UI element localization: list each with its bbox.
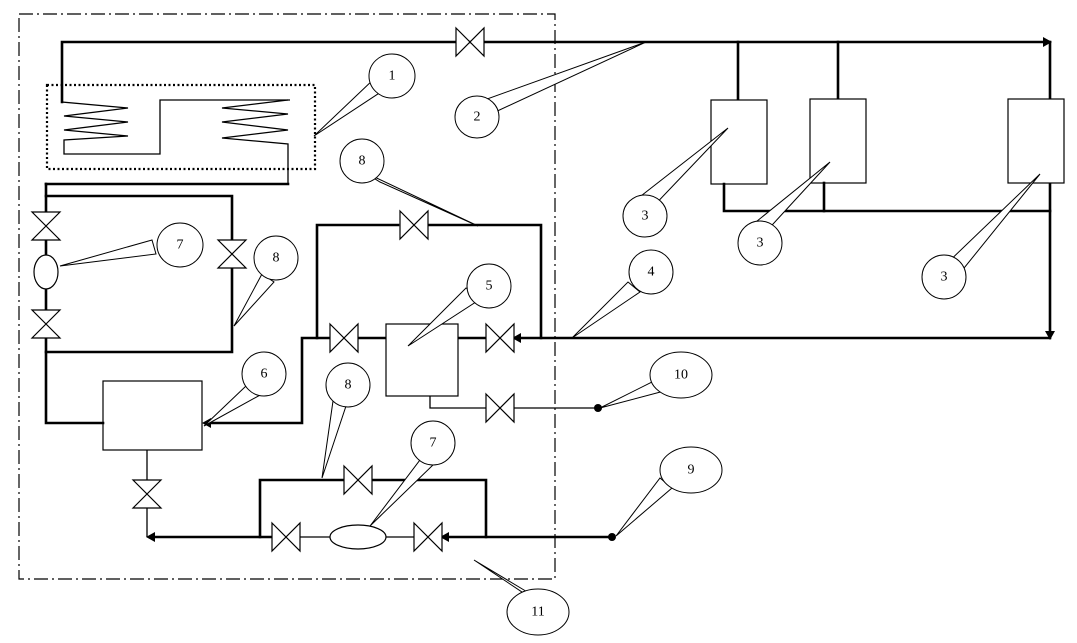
storage-tank <box>102 380 203 451</box>
callout-8a: 8 <box>253 235 299 281</box>
valve-bottom-bypass <box>343 464 373 496</box>
svg-text:3: 3 <box>941 270 948 285</box>
svg-text:7: 7 <box>177 238 184 253</box>
callout-5: 5 <box>466 263 512 309</box>
valve-bottom-left <box>271 521 301 553</box>
svg-text:3: 3 <box>642 209 649 224</box>
valve-supply <box>455 26 485 58</box>
supply-line <box>60 37 1052 104</box>
callout-4: 4 <box>628 249 674 295</box>
callout-10: 10 <box>649 351 713 399</box>
valve-pump-inlet <box>485 322 515 354</box>
callout-7a: 7 <box>156 222 204 268</box>
svg-text:1: 1 <box>389 69 396 84</box>
valve-makeup-10 <box>485 392 515 424</box>
system-boundary-frame <box>18 13 556 580</box>
connection-point-9 <box>608 533 616 541</box>
svg-text:11: 11 <box>531 605 544 620</box>
svg-text:4: 4 <box>648 265 655 280</box>
svg-text:3: 3 <box>757 236 764 251</box>
svg-text:2: 2 <box>474 110 481 125</box>
consumer-unit-2 <box>809 98 867 184</box>
svg-text:6: 6 <box>261 367 268 382</box>
callout-11: 11 <box>506 588 570 636</box>
svg-text:10: 10 <box>674 368 688 383</box>
svg-text:9: 9 <box>688 463 695 478</box>
heat-exchanger-coil <box>61 88 290 184</box>
valve-bypass-pump <box>399 209 429 241</box>
flow-meter-bottom <box>329 524 387 550</box>
return-collector <box>722 181 1055 340</box>
callout-3c: 3 <box>921 254 967 300</box>
callout-1: 1 <box>368 53 416 99</box>
svg-text:7: 7 <box>430 436 437 451</box>
bypass-line-pump-right <box>426 223 543 340</box>
valve-left-top <box>30 211 62 241</box>
callout-2: 2 <box>454 95 500 139</box>
svg-text:8: 8 <box>345 378 352 393</box>
callout-6: 6 <box>241 351 287 397</box>
valve-tank-drain <box>131 479 163 509</box>
pump-drain-line <box>429 396 486 409</box>
callout-8c: 8 <box>325 362 371 408</box>
callout-8b: 8 <box>339 138 385 184</box>
callout-7b: 7 <box>410 420 456 466</box>
valve-bottom-right <box>413 521 443 553</box>
valve-left-bypass <box>216 239 248 269</box>
consumer-unit-1 <box>710 99 768 185</box>
svg-text:8: 8 <box>359 154 366 169</box>
consumer-unit-3 <box>1007 98 1065 184</box>
svg-text:8: 8 <box>273 251 280 266</box>
bypass-line-pump <box>315 223 400 340</box>
valve-left-bottom <box>30 309 62 339</box>
left-loop <box>44 182 290 425</box>
valve-pump-outlet <box>329 322 359 354</box>
callout-3b: 3 <box>737 220 783 266</box>
bottom-loop <box>146 450 614 542</box>
flow-meter-left <box>33 254 59 290</box>
callout-leaders <box>59 41 1041 597</box>
heat-exchanger-enclosure <box>45 83 317 171</box>
svg-text:5: 5 <box>486 279 493 294</box>
callout-9: 9 <box>659 446 723 494</box>
callout-3a: 3 <box>622 194 668 238</box>
connection-point-10 <box>594 404 602 412</box>
